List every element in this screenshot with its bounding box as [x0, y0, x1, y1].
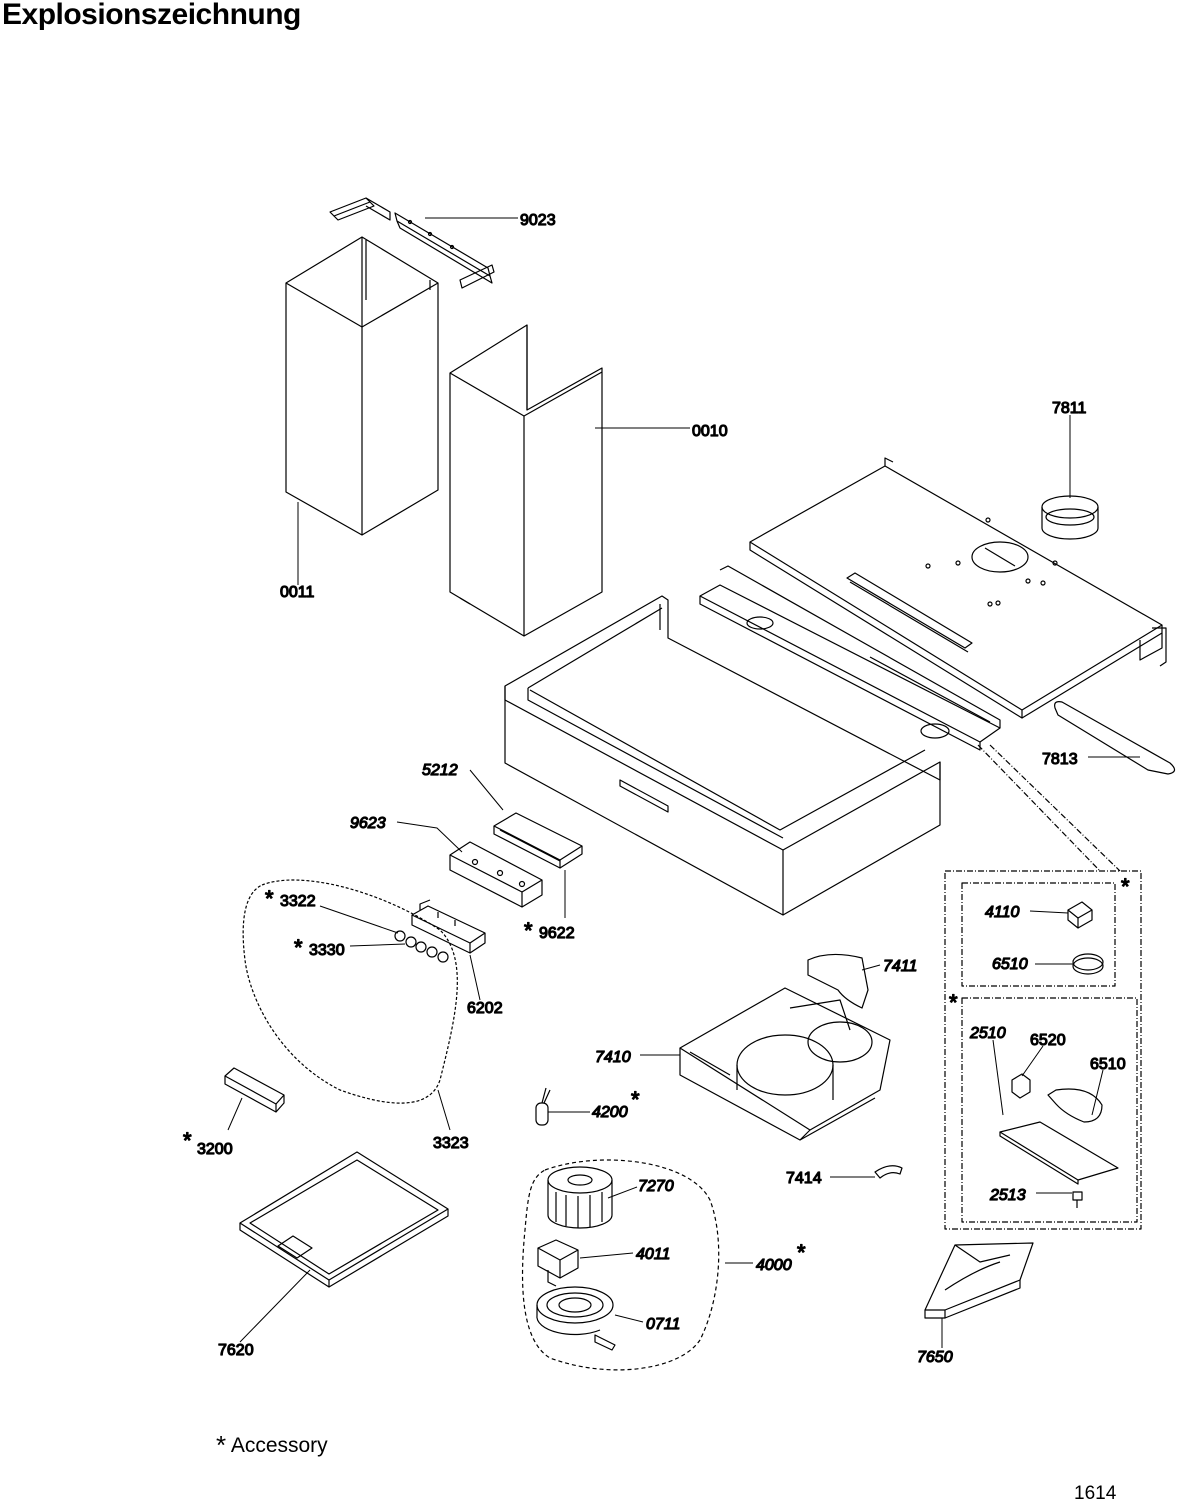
- page-number: 1614: [1074, 1483, 1117, 1504]
- impeller-drawing: [547, 1166, 613, 1229]
- footnote-marker: *: [216, 1430, 227, 1460]
- accessory-marker-3322: *: [265, 886, 274, 911]
- part-label-4110: 4110: [985, 904, 1020, 921]
- part-label-7620: 7620: [218, 1342, 254, 1359]
- mounting-bracket-drawing: [329, 197, 495, 289]
- mounting-strip-drawing: [1054, 701, 1176, 775]
- part-label-4200: 4200: [592, 1104, 628, 1121]
- switch-housing-drawing: [449, 841, 543, 908]
- accessory-set-outline: [242, 879, 458, 1104]
- part-label-0011: 0011: [280, 584, 315, 601]
- light-bulb-drawing: [1047, 1088, 1103, 1123]
- hood-frame-rail-drawing: [699, 565, 1001, 751]
- part-label-7811: 7811: [1052, 400, 1087, 417]
- accessory-marker-3330: *: [294, 935, 303, 960]
- part-label-9023: 9023: [520, 212, 556, 229]
- part-label-9622: 9622: [539, 925, 575, 942]
- part-label-3323: 3323: [433, 1135, 469, 1152]
- part-label-6202: 6202: [467, 1000, 503, 1017]
- filter-clip-drawing: [1067, 901, 1093, 929]
- chimney-cover-lower-drawing: [285, 236, 439, 536]
- accessory-box-filter: [961, 882, 1116, 987]
- accessory-marker-9622: *: [524, 918, 533, 943]
- footnote: * Accessory: [216, 1428, 328, 1460]
- switch-block-drawing: [411, 899, 486, 954]
- part-label-6510-bulb: 6510: [1090, 1056, 1126, 1073]
- part-label-7414: 7414: [786, 1170, 822, 1187]
- part-label-2513: 2513: [989, 1187, 1026, 1204]
- motor-drawing: [537, 1239, 579, 1287]
- hood-top-plate-drawing: [749, 457, 1167, 719]
- fan-housing-drawing: [679, 987, 891, 1141]
- motor-assembly-outline: [521, 1159, 720, 1371]
- hood-housing-drawing: [504, 595, 941, 916]
- part-label-7411: 7411: [883, 958, 917, 975]
- accessory-marker-box-light: *: [949, 990, 958, 1015]
- accessory-marker-4200: *: [631, 1087, 640, 1112]
- air-flap-drawing: [807, 953, 869, 1009]
- part-label-5212: 5212: [422, 762, 458, 779]
- capacitor-drawing: [535, 1087, 551, 1126]
- motor-plate-drawing: [536, 1286, 616, 1351]
- leader-lines: [227, 217, 1140, 1348]
- chimney-cover-upper-drawing: [449, 324, 603, 637]
- accessory-box-outer: [944, 870, 1142, 1230]
- part-label-6510-filter: 6510: [992, 956, 1028, 973]
- part-label-3322: 3322: [280, 893, 316, 910]
- footnote-text: Accessory: [230, 1434, 328, 1457]
- grease-filter-drawing: [239, 1151, 449, 1288]
- part-label-0010: 0010: [692, 423, 728, 440]
- part-label-7650: 7650: [917, 1349, 953, 1366]
- part-label-4011: 4011: [636, 1246, 670, 1263]
- accessory-box-light: [961, 997, 1138, 1223]
- lamp-holder-drawing: [1011, 1073, 1031, 1099]
- page-title: Explosionszeichnung: [2, 0, 301, 31]
- part-label-9623: 9623: [350, 815, 386, 832]
- air-outlet-ring-drawing: [1041, 495, 1099, 540]
- accessory-marker-3200: *: [183, 1128, 192, 1153]
- part-label-3200: 3200: [197, 1141, 233, 1158]
- air-duct-drawing: [924, 1242, 1034, 1319]
- part-label-7813: 7813: [1042, 751, 1078, 768]
- handle-drawing: [224, 1067, 285, 1113]
- part-label-0711: 0711: [646, 1316, 680, 1333]
- lamp-glass-cover-drawing: [999, 1121, 1119, 1185]
- accessory-marker-box-filter: *: [1121, 874, 1130, 899]
- carbon-filter-drawing: [1072, 953, 1104, 975]
- accessory-marker-4000: *: [797, 1240, 806, 1265]
- part-label-2510: 2510: [969, 1025, 1006, 1042]
- part-label-3330: 3330: [309, 942, 345, 959]
- part-label-4000: 4000: [756, 1257, 792, 1274]
- cable-clip-drawing: [874, 1165, 903, 1179]
- part-label-7270: 7270: [638, 1178, 674, 1195]
- screw-drawing: [1072, 1191, 1083, 1208]
- part-label-7410: 7410: [595, 1049, 631, 1066]
- control-knobs-drawing: [394, 930, 449, 963]
- switch-cover-drawing: [493, 812, 583, 869]
- accessory-link-line: [977, 744, 1101, 872]
- part-label-6520: 6520: [1030, 1032, 1066, 1049]
